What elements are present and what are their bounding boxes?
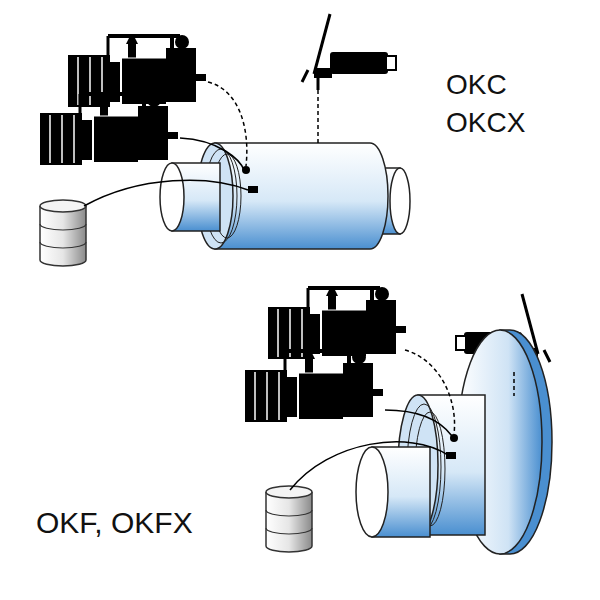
oil-line bbox=[405, 350, 455, 434]
sleeve-coupling bbox=[160, 143, 410, 249]
oil-line bbox=[290, 442, 448, 490]
grease-line bbox=[317, 90, 319, 143]
oil-line bbox=[84, 180, 248, 206]
model-label: OKCX bbox=[446, 108, 525, 139]
grease-line bbox=[513, 372, 515, 396]
pump-symbol bbox=[245, 350, 383, 422]
oil-drum bbox=[40, 200, 86, 266]
oil-line bbox=[385, 410, 452, 436]
grease-gun bbox=[302, 14, 396, 90]
model-label: OKC bbox=[446, 70, 507, 101]
oil-line bbox=[208, 82, 247, 166]
oil-drum bbox=[266, 486, 312, 552]
pump-symbol bbox=[68, 35, 206, 107]
pump-symbol bbox=[40, 93, 178, 165]
model-label: OKF, OKFX bbox=[36, 506, 193, 539]
pump-symbol bbox=[268, 287, 406, 359]
oil-line bbox=[180, 138, 244, 170]
